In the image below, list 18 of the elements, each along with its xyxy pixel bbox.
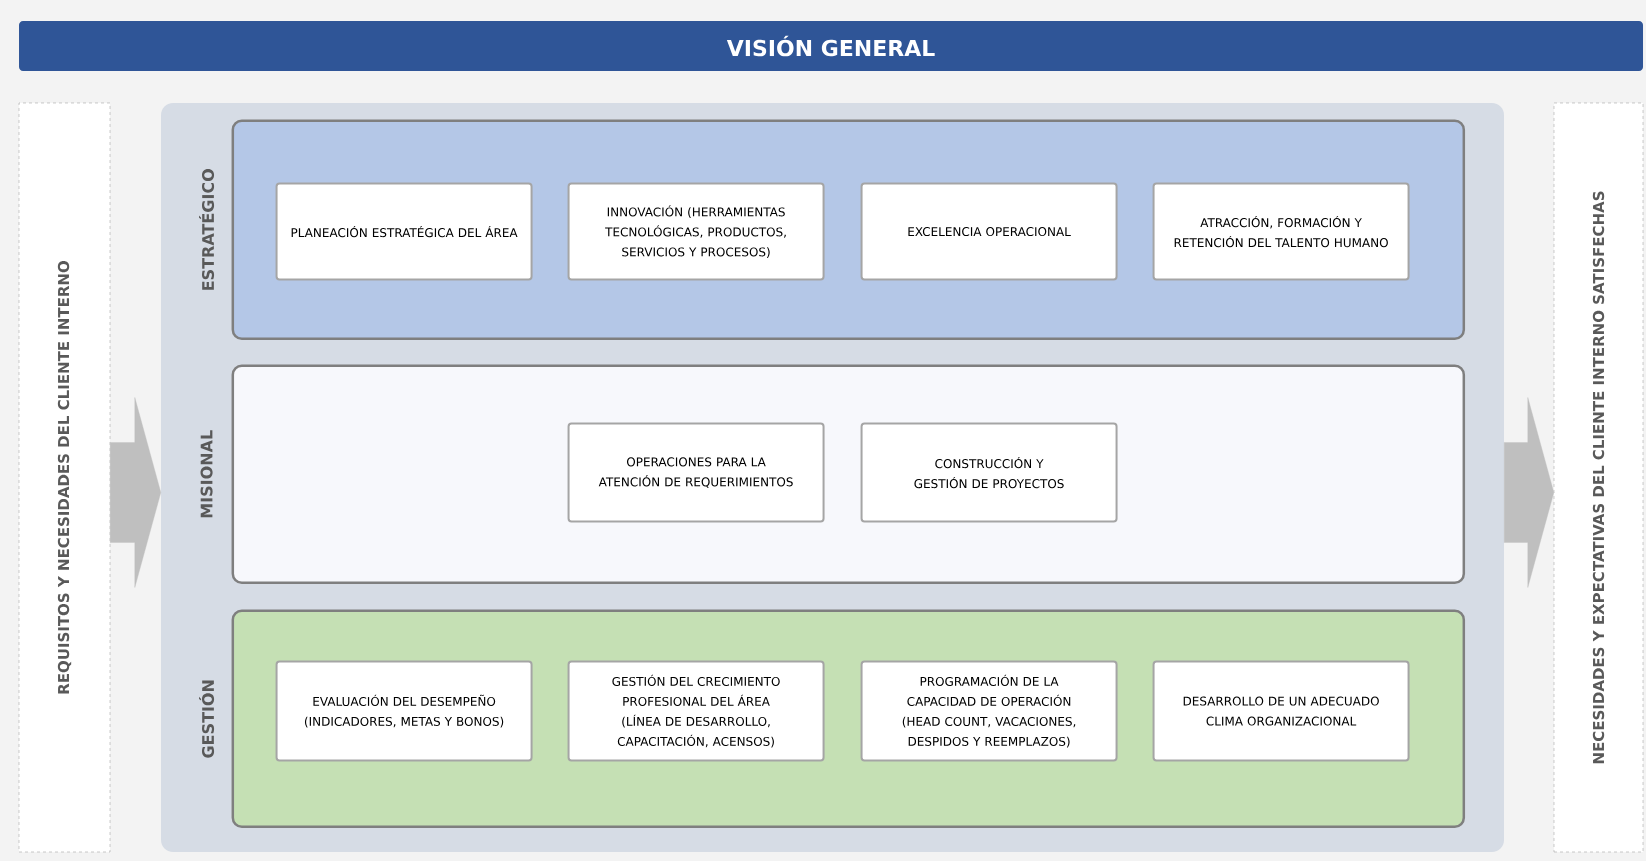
process-box: PLANEACIÓN ESTRATÉGICA DEL ÁREA: [275, 182, 533, 281]
process-box: ATRACCIÓN, FORMACIÓN Y RETENCIÓN DEL TALENTO HUMANO: [1152, 182, 1410, 281]
process-box: DESARROLLO DE UN ADECUADO CLIMA ORGANIZACIONAL: [1152, 660, 1410, 762]
band-label: MISIONAL: [200, 430, 213, 518]
process-box: PROGRAMACIÓN DE LA CAPACIDAD DE OPERACIÓN (HEAD COUNT, VACACIONES, DESPIDOS Y REEMPLAZOS): [860, 660, 1118, 762]
band-label: ESTRATÉGICO: [199, 169, 215, 290]
vertical-label: REQUISITOS Y NECESIDADES DEL CLIENTE INTERNO: [57, 261, 72, 694]
block-arrow: [110, 397, 161, 588]
process-box: INNOVACIÓN (HERRAMIENTAS TECNOLÓGICAS, PRODUCTOS, SERVICIOS Y PROCESOS): [567, 182, 825, 281]
block-arrow: [1504, 397, 1554, 588]
band-label: GESTIÓN: [199, 680, 215, 758]
process-box: CONSTRUCCIÓN Y GESTIÓN DE PROYECTOS: [860, 422, 1118, 523]
process-box: GESTIÓN DEL CRECIMIENTO PROFESIONAL DEL ÁREA (LÍNEA DE DESARROLLO, CAPACITACIÓN, ACENSOS): [567, 660, 825, 762]
process-box: OPERACIONES PARA LA ATENCIÓN DE REQUERIMIENTOS: [567, 422, 825, 523]
process-box: EXCELENCIA OPERACIONAL: [860, 182, 1118, 281]
vertical-label: NECESIDADES Y EXPECTATIVAS DEL CLIENTE INTERNO SATISFECHAS: [1592, 191, 1605, 764]
process-box: EVALUACIÓN DEL DESEMPEÑO (INDICADORES, METAS Y BONOS): [275, 660, 533, 762]
title-banner: VISIÓN GENERAL: [19, 21, 1643, 71]
